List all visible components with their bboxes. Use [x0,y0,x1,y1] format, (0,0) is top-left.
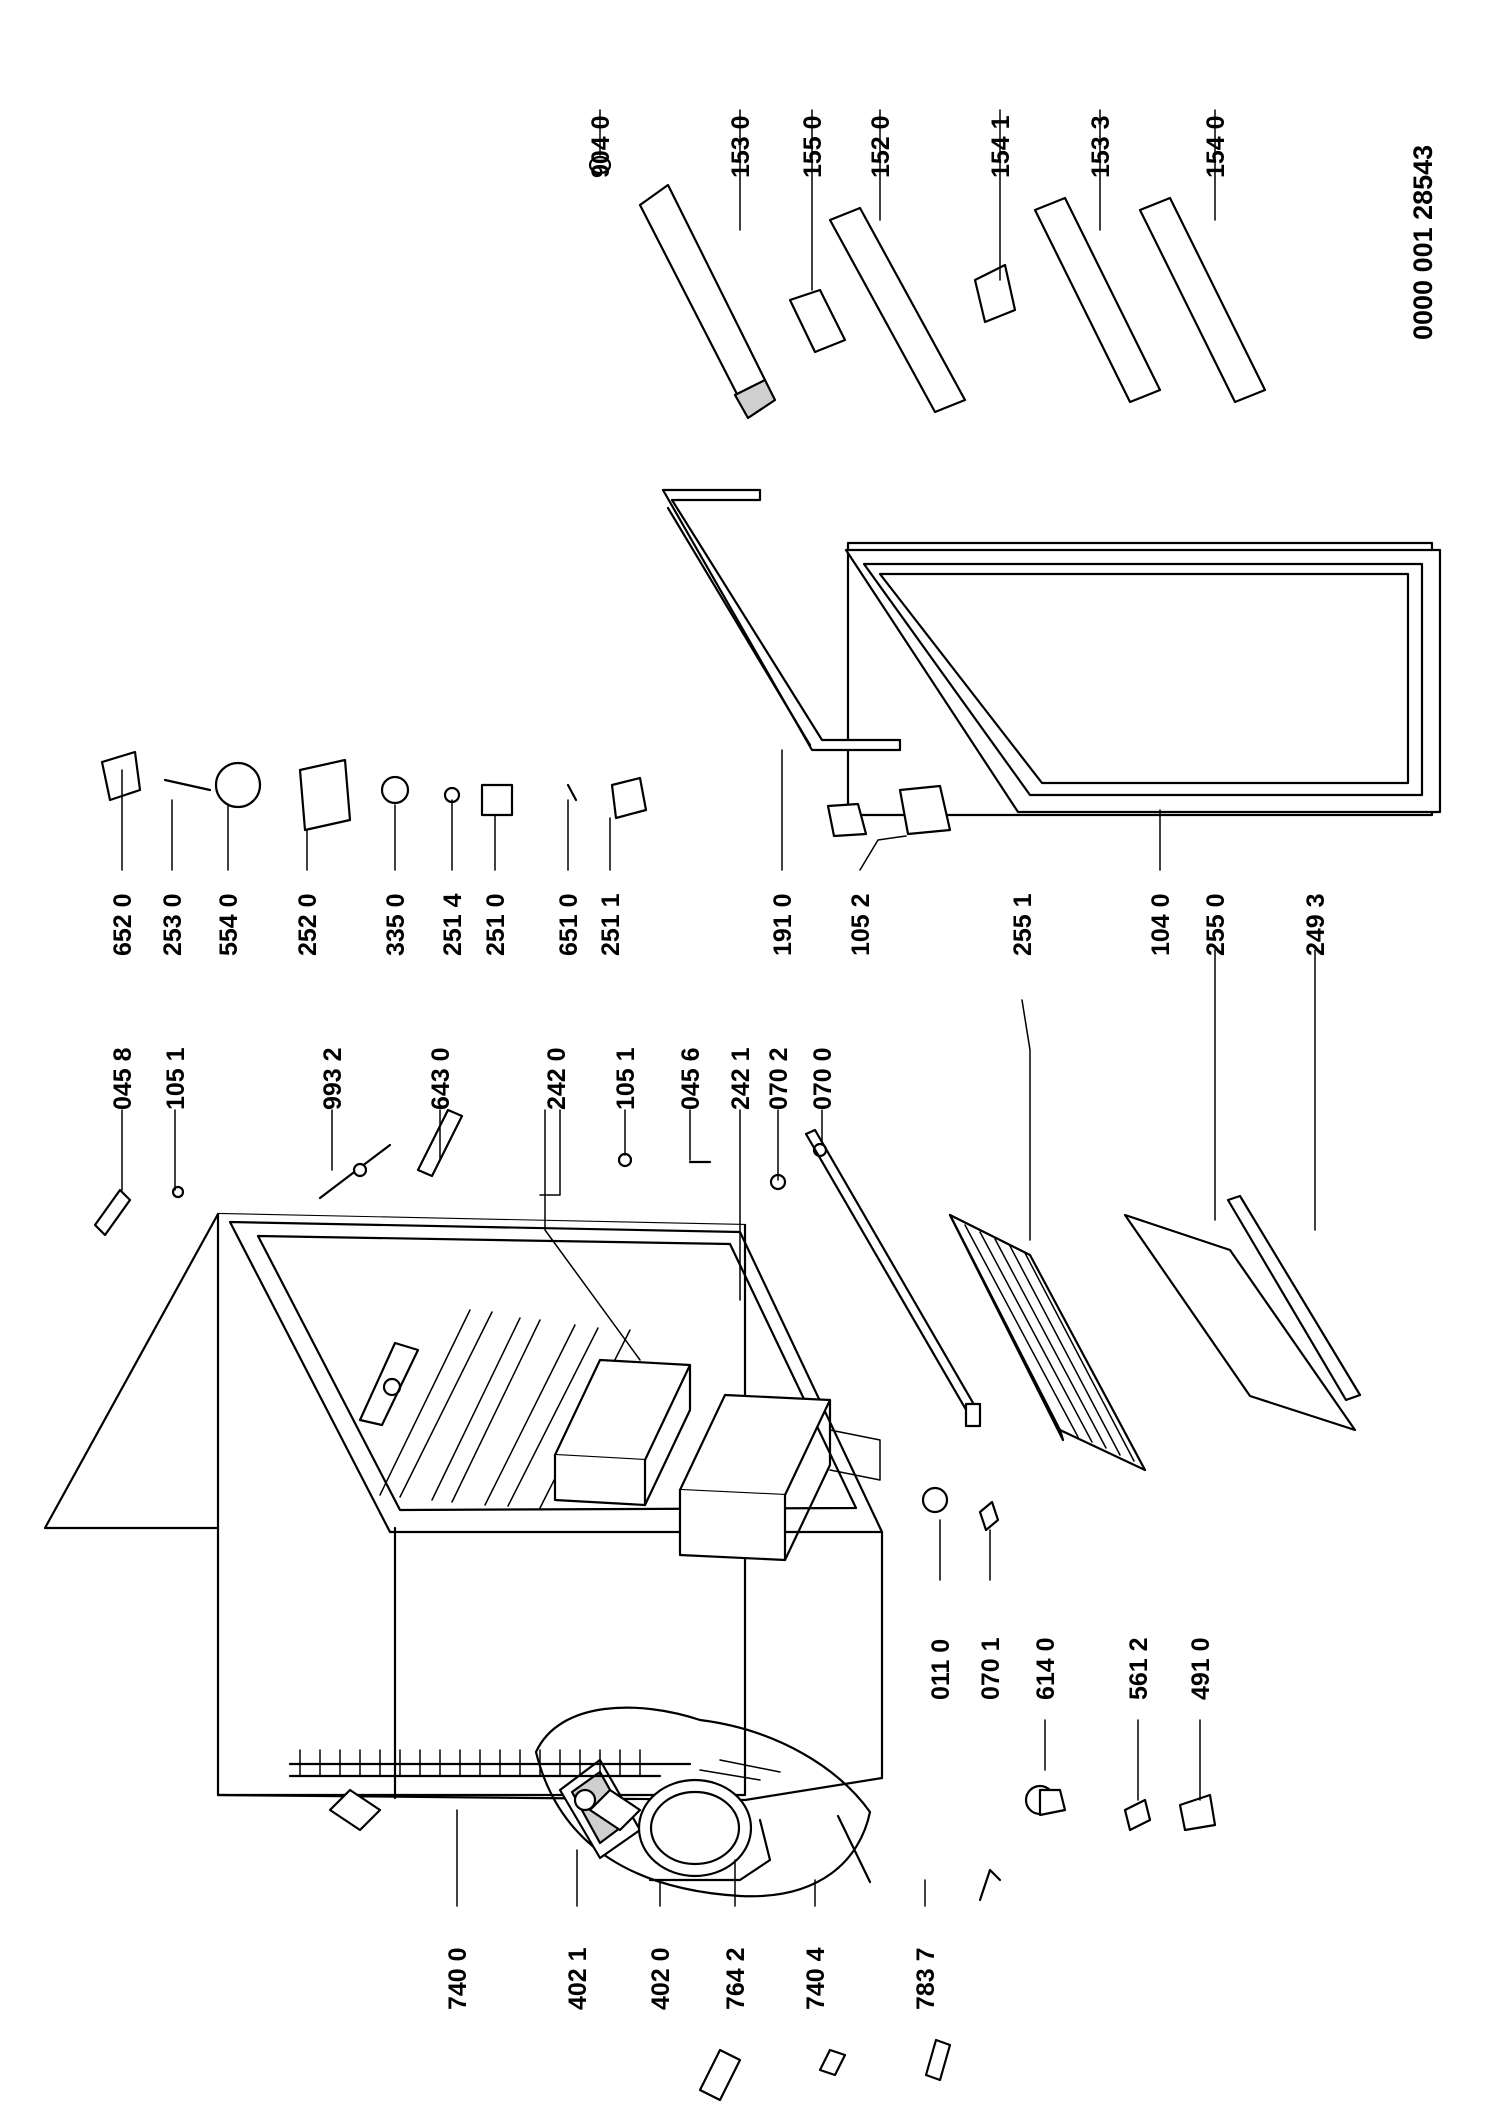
part-label: 249 3 [1302,893,1330,956]
refrigerator-cabinet [43,1212,884,1802]
part-label: 764 2 [722,1947,750,2010]
part-label: 011 0 [927,1639,955,1700]
part-label: 154 0 [1202,115,1230,178]
part-label: 643 0 [427,1047,455,1110]
part-label: 402 0 [647,1947,675,2010]
part-labels: 045 8 105 1 993 2 643 0 242 0 105 1 045 … [109,115,1438,2010]
part-label: 045 6 [677,1047,705,1110]
part-label: 191 0 [769,893,797,956]
part-label: 783 7 [912,1947,940,2010]
part-label: 740 4 [802,1947,830,2010]
part-label: 255 1 [1009,893,1037,956]
part-label: 252 0 [294,893,322,956]
leader-lines [121,109,1316,1907]
part-label: 335 0 [382,893,410,956]
part-label: 152 0 [867,115,895,178]
door-shelves [588,155,1267,420]
part-label: 242 0 [543,1047,571,1110]
part-label: 070 2 [765,1047,793,1110]
part-label: 253 0 [159,893,187,956]
part-label: 154 1 [987,115,1015,178]
part-label: 070 0 [809,1047,837,1110]
door [844,541,1442,817]
part-label: 251 4 [439,893,467,956]
wire-shelf [948,1213,1147,1472]
top-small-parts [93,1108,828,1237]
part-label: 651 0 [555,893,583,956]
condenser [288,1749,692,1832]
part-label: 045 8 [109,1047,137,1110]
part-label: 070 1 [977,1637,1005,1700]
bottom-small-parts [698,1486,1217,2102]
control-parts [100,750,648,832]
part-label: 242 1 [727,1047,755,1110]
part-label: 153 3 [1087,115,1115,178]
glass-plate [1123,1194,1362,1432]
part-label: 993 2 [319,1047,347,1110]
hinge [826,784,952,838]
part-label: 402 1 [564,1947,592,2010]
part-label: 652 0 [109,893,137,956]
part-label: 491 0 [1187,1637,1215,1700]
part-label: 105 1 [612,1047,640,1110]
part-label: 251 0 [482,893,510,956]
part-label: 255 0 [1202,893,1230,956]
part-label: 105 2 [847,893,875,956]
part-label: 105 1 [162,1047,190,1110]
part-label: 614 0 [1032,1637,1060,1700]
part-label: 251 1 [597,893,625,956]
part-label: 153 0 [727,115,755,178]
door-gasket [661,488,902,752]
part-label: 904 0 [587,115,615,178]
shelf-rail [804,1128,982,1428]
part-label: 740 0 [444,1947,472,2010]
part-label: 155 0 [799,115,827,178]
part-label: 561 2 [1125,1637,1153,1700]
part-label: 554 0 [215,893,243,956]
part-label: 104 0 [1147,893,1175,956]
document-number: 0000 001 28543 [1408,145,1438,340]
